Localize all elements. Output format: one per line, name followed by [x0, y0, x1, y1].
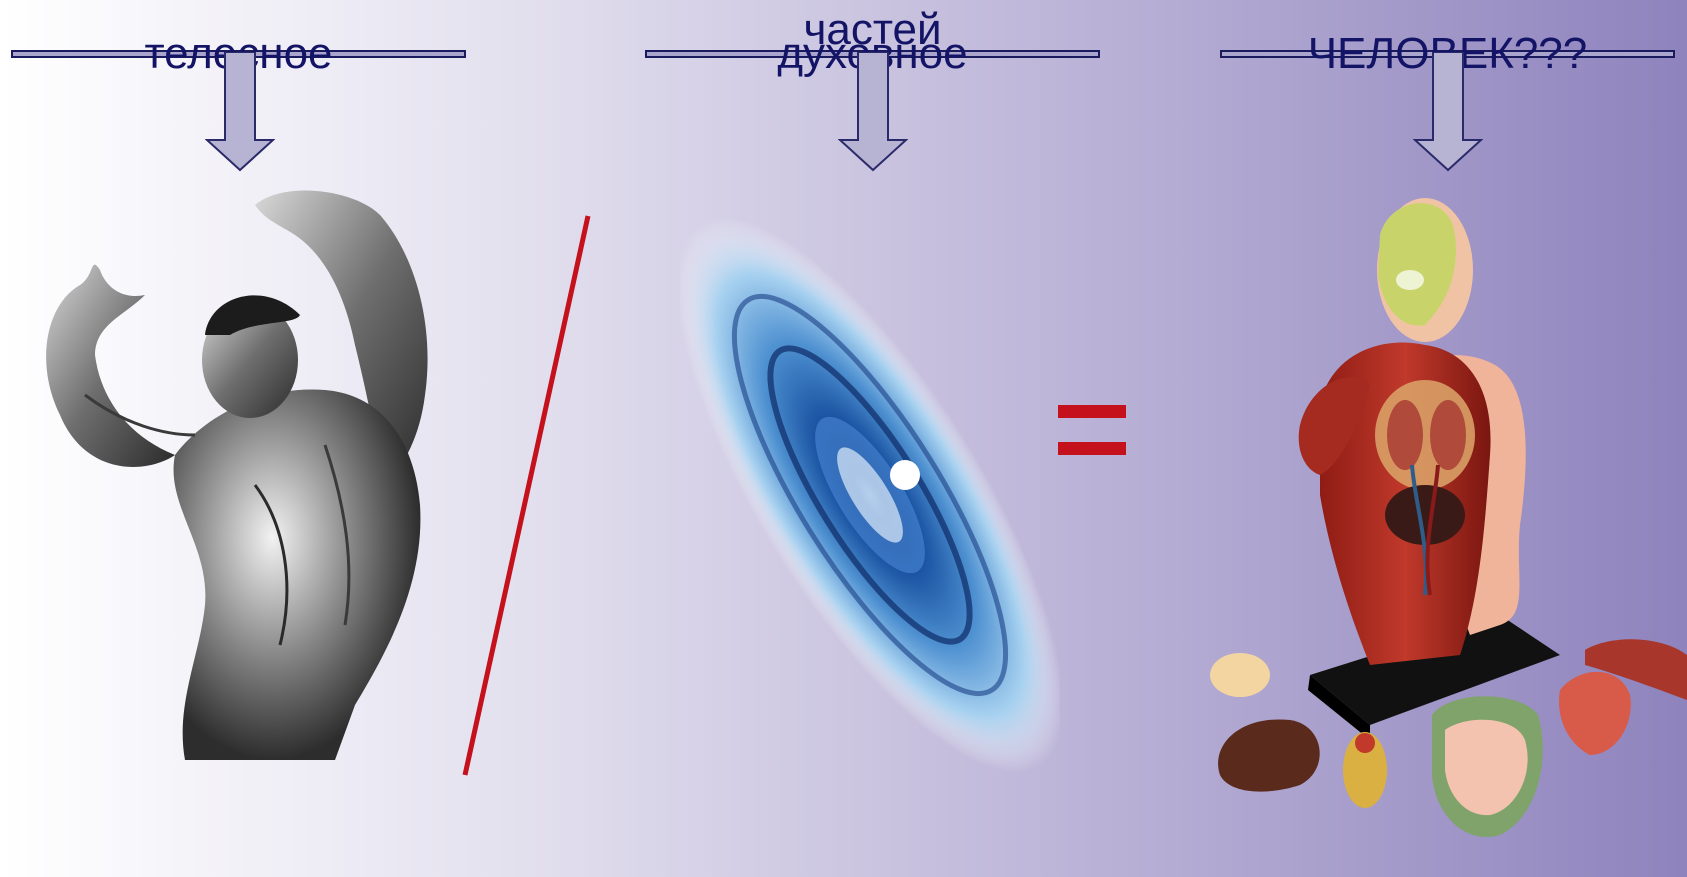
down-arrow-icon [838, 52, 908, 172]
equals-bar-bottom [1058, 442, 1126, 455]
down-arrow-icon [205, 52, 275, 172]
equals-sign [1058, 405, 1126, 455]
galaxy-image [680, 180, 1060, 810]
bodybuilder-image [25, 185, 460, 760]
down-arrow-icon [1413, 52, 1483, 172]
divider-slash [455, 210, 595, 780]
anatomy-model-image [1200, 195, 1687, 865]
equals-bar-top [1058, 405, 1126, 418]
